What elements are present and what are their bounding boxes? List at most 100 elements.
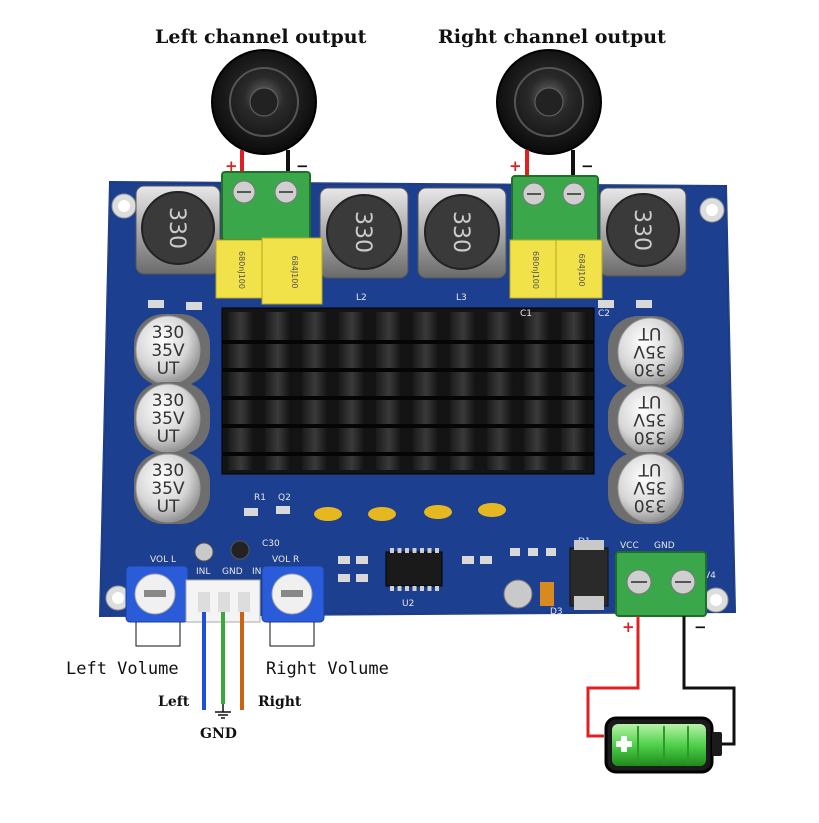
silk-l2: L2 bbox=[356, 293, 367, 303]
ic-pin bbox=[397, 586, 402, 591]
silk-inl: INL bbox=[196, 567, 210, 577]
inductor-1: 330 bbox=[135, 185, 221, 275]
ic-pin bbox=[420, 548, 424, 553]
heatsink-slot bbox=[222, 452, 594, 456]
heatsink-fin bbox=[265, 312, 291, 470]
capacitor-marking: UT bbox=[157, 359, 180, 379]
diode-d1 bbox=[569, 540, 609, 610]
inductor-3-code: 330 bbox=[448, 211, 473, 253]
right-volume-label: Right Volume bbox=[266, 659, 389, 679]
left-minus-sign: − bbox=[296, 157, 309, 175]
heatsink bbox=[221, 307, 595, 475]
inductor-2-code: 330 bbox=[350, 211, 375, 253]
ic-pin bbox=[435, 548, 439, 553]
heatsink-fin bbox=[561, 312, 587, 470]
capacitor-marking: 330 bbox=[152, 323, 184, 343]
film-capacitors-left: 680nJ100 684J100 bbox=[215, 237, 323, 305]
capacitor-marking: 35V bbox=[633, 409, 667, 429]
heatsink-fin bbox=[450, 312, 476, 470]
ic-pin bbox=[412, 548, 417, 553]
heatsink-fin bbox=[376, 312, 402, 470]
heatsink-fin bbox=[339, 312, 365, 470]
power-plus-sign: + bbox=[622, 618, 635, 636]
left-wire-label: Left bbox=[158, 694, 190, 710]
capacitor-marking: UT bbox=[638, 391, 661, 411]
silk-inr: INR bbox=[252, 567, 268, 577]
right-minus-sign: − bbox=[581, 157, 594, 175]
capacitor-marking: UT bbox=[638, 459, 661, 479]
capacitor-marking: 35V bbox=[633, 341, 667, 361]
heatsink-fin bbox=[302, 312, 328, 470]
capacitor-marking: 35V bbox=[151, 409, 185, 429]
heatsink-fin bbox=[413, 312, 439, 470]
heatsink-fin bbox=[487, 312, 513, 470]
right-volume-potentiometer bbox=[261, 565, 325, 623]
mounting-holes bbox=[105, 193, 729, 613]
ic-pin bbox=[405, 586, 409, 591]
capacitor-marking: 35V bbox=[151, 341, 185, 361]
silkscreen-labels: VOL L VOL R INL GND INR VCC GND V4 D1 C3… bbox=[150, 293, 716, 617]
capacitor-marking: UT bbox=[157, 427, 180, 447]
left-channel-output-label: Left channel output bbox=[155, 26, 367, 48]
input-connector bbox=[185, 579, 261, 623]
right-wire-label: Right bbox=[258, 694, 302, 710]
capacitor-marking: UT bbox=[157, 497, 180, 517]
battery-icon bbox=[604, 716, 722, 774]
heatsink-slot bbox=[222, 396, 594, 400]
capacitor-marking: 330 bbox=[634, 427, 666, 447]
silk-q2: Q2 bbox=[278, 493, 291, 503]
left-output-terminal bbox=[221, 171, 311, 241]
silk-l3: L3 bbox=[456, 293, 467, 303]
heatsink-slot bbox=[222, 368, 594, 372]
small-capacitors-c30 bbox=[194, 540, 250, 562]
ic-pin bbox=[427, 548, 432, 553]
silk-c1: C1 bbox=[520, 309, 532, 319]
silk-r1: R1 bbox=[254, 493, 266, 503]
inductor-1-code: 330 bbox=[164, 207, 189, 249]
inductor-2: 330 bbox=[319, 187, 409, 279]
capacitor-marking: UT bbox=[638, 323, 661, 343]
ic-pin bbox=[412, 586, 417, 591]
right-plus-sign: + bbox=[509, 157, 522, 175]
power-wires bbox=[586, 616, 736, 746]
silk-c30: C30 bbox=[262, 539, 280, 549]
inductor-4: 330 bbox=[599, 187, 687, 277]
gnd-wire-label: GND bbox=[200, 726, 237, 742]
capacitor-marking: 330 bbox=[634, 359, 666, 379]
silk-vcc: VCC bbox=[620, 541, 639, 551]
heatsink-fin bbox=[228, 312, 254, 470]
film-cap-label: 680nJ100 bbox=[531, 251, 540, 289]
film-cap-label: 684J100 bbox=[290, 256, 299, 289]
volume-brackets bbox=[135, 622, 315, 647]
inductor-4-code: 330 bbox=[629, 209, 654, 251]
power-minus-sign: − bbox=[694, 618, 707, 636]
silk-vol-l: VOL L bbox=[150, 555, 176, 565]
ic-pin bbox=[397, 548, 402, 553]
heatsink-fin bbox=[524, 312, 550, 470]
capacitor-marking: 35V bbox=[151, 479, 185, 499]
silk-gnd2: GND bbox=[654, 541, 675, 551]
ic-pin bbox=[390, 548, 394, 553]
left-volume-label: Left Volume bbox=[66, 659, 179, 679]
film-cap-label: 684J100 bbox=[577, 254, 586, 287]
small-capacitor bbox=[503, 579, 554, 609]
heatsink-slot bbox=[222, 340, 594, 344]
power-terminal bbox=[615, 551, 707, 617]
ic-pin bbox=[435, 586, 439, 591]
film-capacitors-right: 680nJ100 684J100 bbox=[509, 239, 603, 299]
silk-d3: D3 bbox=[550, 607, 563, 617]
ground-symbol-icon bbox=[215, 704, 231, 719]
ic-pin bbox=[390, 586, 394, 591]
left-volume-potentiometer bbox=[125, 565, 189, 623]
ceramic-capacitors bbox=[314, 503, 506, 521]
capacitor-marking: 35V bbox=[633, 477, 667, 497]
left-plus-sign: + bbox=[225, 157, 238, 175]
